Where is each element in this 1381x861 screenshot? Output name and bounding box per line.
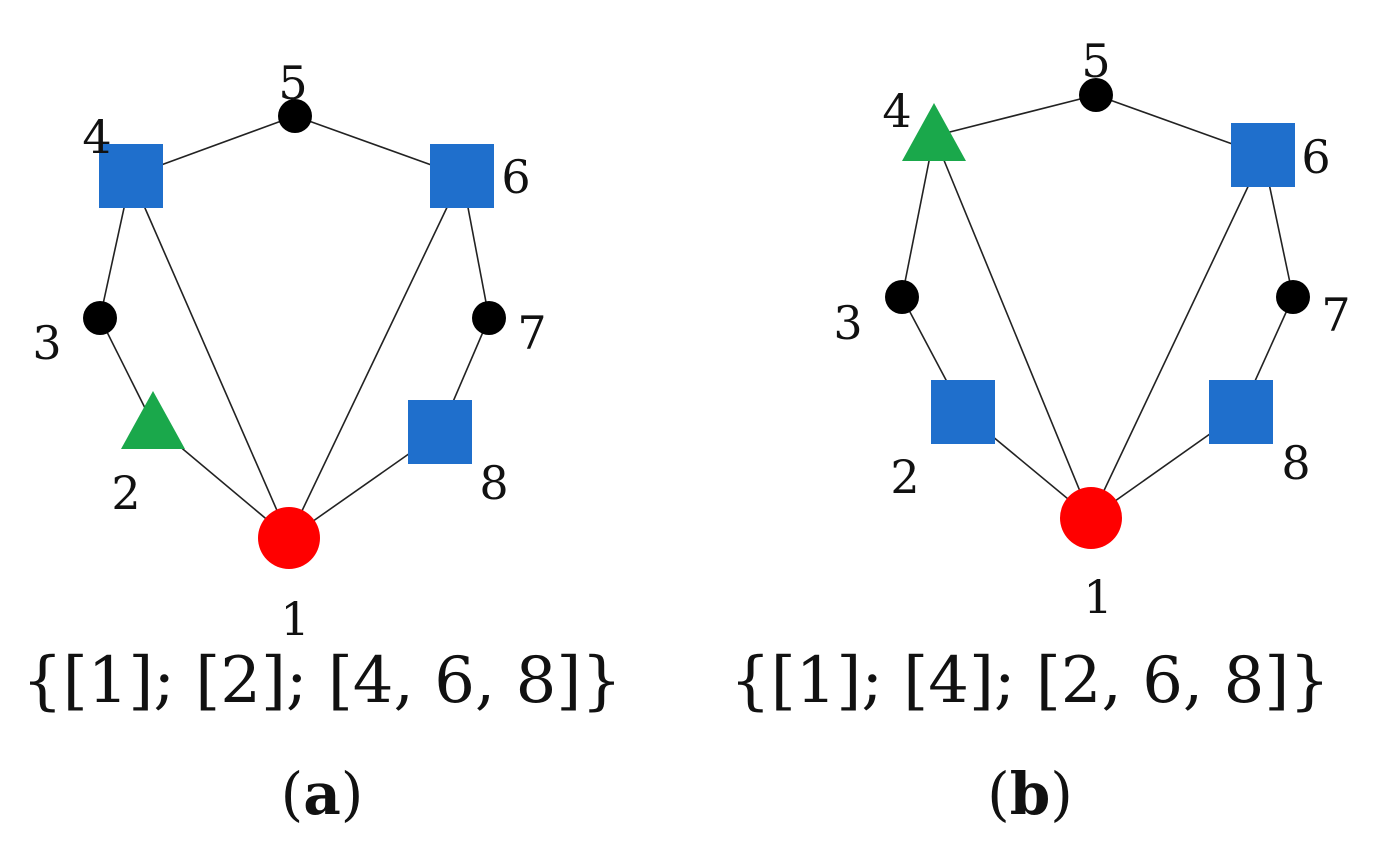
edge-2-3	[99, 317, 154, 425]
node-8-square	[1209, 380, 1273, 444]
edge-1-4	[933, 135, 1092, 519]
edge-1-4	[130, 175, 290, 539]
node-8-square	[408, 400, 472, 464]
node-label-2: 2	[890, 450, 919, 504]
panel-b: 1 2 3 4 5 6 7 8 {[1]; [4]; [2, 6, 8]} (b)	[730, 34, 1351, 828]
sublabel-a-open: (	[281, 760, 304, 828]
node-label-6: 6	[1301, 130, 1330, 184]
sublabel-b-letter: b	[1010, 760, 1051, 828]
edge-1-6	[288, 175, 463, 539]
node-7-dot	[472, 301, 506, 335]
node-label-3: 3	[32, 316, 61, 370]
node-label-5: 5	[1081, 34, 1110, 88]
node-6-square	[430, 144, 494, 208]
node-label-4: 4	[882, 84, 911, 138]
node-1-circle-large	[258, 507, 320, 569]
node-label-6: 6	[501, 150, 530, 204]
node-label-4: 4	[82, 110, 111, 164]
sublabel-b: (b)	[987, 760, 1073, 828]
sublabel-a: (a)	[281, 760, 364, 828]
node-2-square	[931, 380, 995, 444]
node-label-1: 1	[1083, 570, 1112, 624]
node-label-7: 7	[1321, 288, 1350, 342]
node-label-2: 2	[111, 466, 140, 520]
sublabel-a-letter: a	[303, 760, 341, 828]
node-label-8: 8	[1281, 436, 1310, 490]
node-6-square	[1231, 123, 1295, 187]
node-3-dot	[83, 301, 117, 335]
caption-a: {[1]; [2]; [4, 6, 8]}	[22, 644, 622, 718]
sublabel-a-close: )	[341, 760, 364, 828]
edge-4-5	[933, 94, 1097, 137]
node-label-8: 8	[479, 456, 508, 510]
node-2-triangle	[121, 391, 185, 449]
sublabel-b-open: (	[987, 760, 1010, 828]
edge-3-4	[901, 135, 935, 298]
node-label-3: 3	[833, 296, 862, 350]
sublabel-b-close: )	[1050, 760, 1073, 828]
node-label-1: 1	[280, 592, 309, 646]
nodes-a: 1 2 3 4 5 6 7 8	[32, 56, 546, 646]
caption-b: {[1]; [4]; [2, 6, 8]}	[730, 644, 1330, 718]
panel-a: 1 2 3 4 5 6 7 8 {[1]; [2]; [4, 6, 8]} (a)	[22, 56, 622, 828]
node-4-triangle	[902, 103, 966, 161]
node-label-5: 5	[278, 56, 307, 110]
node-3-dot	[885, 280, 919, 314]
node-7-dot	[1276, 280, 1310, 314]
node-4-square	[99, 144, 163, 208]
node-5-dot	[278, 99, 312, 133]
node-1-circle-large	[1060, 487, 1122, 549]
node-5-dot	[1079, 78, 1113, 112]
edge-1-6	[1090, 154, 1264, 519]
node-label-7: 7	[517, 306, 546, 360]
nodes-b: 1 2 3 4 5 6 7 8	[833, 34, 1350, 624]
